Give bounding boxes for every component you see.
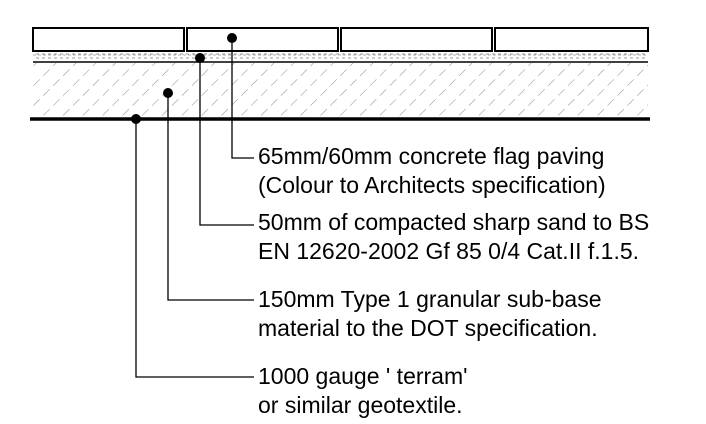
label-sub-base-line-2: material to the DOT specification. [258, 315, 598, 341]
leader-paving [231, 38, 254, 159]
dot-geotextile [131, 114, 141, 124]
label-paving-line-2: (Colour to Architects specification) [258, 172, 606, 198]
label-paving-line-1: 65mm/60mm concrete flag paving [258, 143, 605, 169]
paving-flag [186, 27, 339, 52]
label-geotextile-line-1: 1000 gauge ' terram' [258, 363, 468, 389]
dot-sand [195, 53, 205, 63]
label-sand-line-1: 50mm of compacted sharp sand to BS [258, 209, 650, 235]
paving-flags [32, 27, 649, 52]
label-paving: 65mm/60mm concrete flag paving (Colour t… [258, 142, 606, 200]
paving-flag [340, 27, 493, 52]
dot-paving [227, 33, 237, 43]
paving-flag [494, 27, 649, 52]
dot-sub-base [163, 88, 173, 98]
leader-dots [131, 33, 237, 124]
label-sand-line-2: EN 12620-2002 Gf 85 0/4 Cat.II f.1.5. [258, 238, 640, 264]
leader-geotextile [135, 119, 254, 378]
label-sand: 50mm of compacted sharp sand to BS EN 12… [258, 208, 649, 266]
label-geotextile-line-2: or similar geotextile. [258, 392, 463, 418]
paving-flag [32, 27, 185, 52]
leader-sub-base [167, 93, 254, 301]
sub-base-layer [33, 63, 648, 118]
leader-sand [199, 58, 254, 226]
leader-lines [135, 38, 254, 378]
label-sub-base-line-1: 150mm Type 1 granular sub-base [258, 286, 602, 312]
label-sub-base: 150mm Type 1 granular sub-base material … [258, 285, 602, 343]
sand-layer [33, 52, 648, 63]
label-geotextile: 1000 gauge ' terram' or similar geotexti… [258, 362, 468, 420]
